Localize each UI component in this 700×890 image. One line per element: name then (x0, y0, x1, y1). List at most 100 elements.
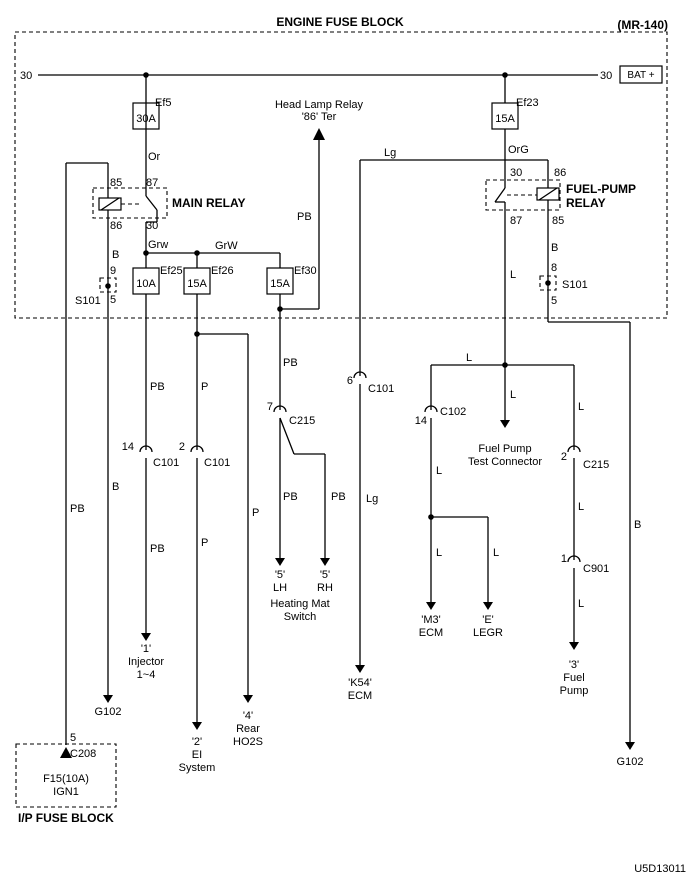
k54-label-1: 'K54' (348, 677, 372, 689)
fuse-ef30-name: Ef30 (294, 265, 317, 277)
heating-mat-label-2: Switch (284, 611, 316, 623)
wire-color-grw: Grw (148, 239, 168, 251)
injector-label-1: '1' (141, 643, 151, 655)
splice-s101-left (99, 277, 117, 293)
fuse-ef30-rating: 15A (270, 278, 290, 290)
main-relay-title: MAIN RELAY (172, 196, 246, 210)
connector-c215-fp (567, 445, 581, 453)
c101-ei-pin: 2 (179, 441, 185, 453)
fuse-ef23-rating: 15A (495, 113, 515, 125)
ip-connector-c208: C208 (70, 748, 96, 760)
main-relay-pin-30: 30 (146, 220, 158, 232)
wire-color-b-right: B (634, 519, 641, 531)
wire-color-l-c901a: L (578, 501, 584, 513)
wire-color-lg-mid: Lg (366, 493, 378, 505)
main-relay-pin-85: 85 (110, 177, 122, 189)
c101-injector-pin: 14 (122, 441, 134, 453)
fp-relay-pin-87: 87 (510, 215, 522, 227)
legr-label-1: 'E' (482, 614, 494, 626)
fuse-ef26 (183, 267, 211, 295)
battery-terminal-box (619, 65, 663, 84)
ei-label-2: EI (192, 749, 202, 761)
wire-color-l-top: L (466, 352, 472, 364)
fuse-ef23-name: Ef23 (516, 97, 539, 109)
heating-mat-label-1: Heating Mat (270, 598, 329, 610)
rh-label-1: '5' (320, 569, 330, 581)
splice-right-pin-bottom: 5 (551, 295, 557, 307)
rh-label-2: RH (317, 582, 333, 594)
wire-color-org: OrG (508, 144, 529, 156)
wire-color-p3: P (252, 507, 259, 519)
lh-label-1: '5' (275, 569, 285, 581)
legr-label-2: LEGR (473, 627, 503, 639)
wire-color-pb-inj1: PB (150, 381, 165, 393)
fp-test-label-2: Test Connector (468, 456, 542, 468)
c101-k54-name: C101 (368, 383, 394, 395)
ei-label-1: '2' (192, 736, 202, 748)
injector-label-3: 1~4 (137, 669, 156, 681)
connector-c101-ei (190, 445, 204, 453)
figure-id: U5D13011 (634, 863, 686, 875)
ho2s-label-1: '4' (243, 710, 253, 722)
wire-color-pb-heat: PB (283, 357, 298, 369)
injector-label-2: Injector (128, 656, 164, 668)
head-lamp-label-1: Head Lamp Relay (275, 99, 364, 111)
fp-relay-title-1: FUEL-PUMP (566, 182, 636, 196)
wire-color-p1: P (201, 381, 208, 393)
fuel-pump-relay-box (485, 179, 561, 211)
engine-fuse-block-title: ENGINE FUSE BLOCK (276, 15, 404, 29)
bus-left-number: 30 (20, 70, 32, 82)
bus-right-number: 30 (600, 70, 612, 82)
lh-label-2: LH (273, 582, 287, 594)
fuse-ef25-name: Ef25 (160, 265, 183, 277)
wire-color-pb-inj2: PB (150, 543, 165, 555)
c101-ei-name: C101 (204, 457, 230, 469)
fuse-ef25 (132, 267, 160, 295)
wire-color-pb-rh: PB (331, 491, 346, 503)
ho2s-label-2: Rear (236, 723, 260, 735)
wire-color-p2: P (201, 537, 208, 549)
splice-left-name: S101 (75, 295, 101, 307)
wire-color-l-c102: L (436, 465, 442, 477)
c215-fp-name: C215 (583, 459, 609, 471)
wire-color-b-left-top: B (112, 249, 119, 261)
fuse-ef30 (266, 267, 294, 295)
fuse-ef5-name: Ef5 (155, 97, 172, 109)
fuse-ef26-name: Ef26 (211, 265, 234, 277)
splice-right-pin-top: 8 (551, 262, 557, 274)
splice-s101-right (539, 275, 557, 291)
ho2s-label-3: HO2S (233, 736, 263, 748)
connector-c102 (424, 405, 438, 413)
battery-label: BAT + (627, 70, 654, 81)
connector-c215-heating (273, 405, 287, 413)
c215-heating-pin: 7 (267, 401, 273, 413)
fp-relay-pin-85: 85 (552, 215, 564, 227)
ip-fuse-block-border (15, 743, 117, 808)
connector-c901 (567, 555, 581, 563)
splice-right-name: S101 (562, 279, 588, 291)
splice-left-pin-top: 9 (110, 265, 116, 277)
wire-color-l-c901b: L (578, 598, 584, 610)
wire-color-l-conn: L (510, 389, 516, 401)
fuel-pump-label-3: Pump (560, 685, 589, 697)
m3-label-2: ECM (419, 627, 443, 639)
ip-pin: 5 (70, 732, 76, 744)
wire-color-l-fp: L (510, 269, 516, 281)
main-relay-box (92, 187, 168, 219)
fp-relay-title-2: RELAY (566, 196, 606, 210)
main-relay-pin-87: 87 (146, 177, 158, 189)
c215-fp-pin: 2 (561, 451, 567, 463)
ip-fuse-block-title: I/P FUSE BLOCK (18, 811, 114, 825)
c102-name: C102 (440, 406, 466, 418)
fp-test-label-1: Fuel Pump (478, 443, 531, 455)
ip-fuse-circuit: IGN1 (53, 786, 79, 798)
ip-fuse-name: F15(10A) (43, 773, 89, 785)
wire-color-grw2: GrW (215, 240, 238, 252)
wire-color-l-c215: L (578, 401, 584, 413)
wire-color-pb-head: PB (297, 211, 312, 223)
engine-fuse-block-border (14, 31, 668, 319)
wire-color-lg-top: Lg (384, 147, 396, 159)
head-lamp-label-2: '86' Ter (302, 111, 337, 123)
